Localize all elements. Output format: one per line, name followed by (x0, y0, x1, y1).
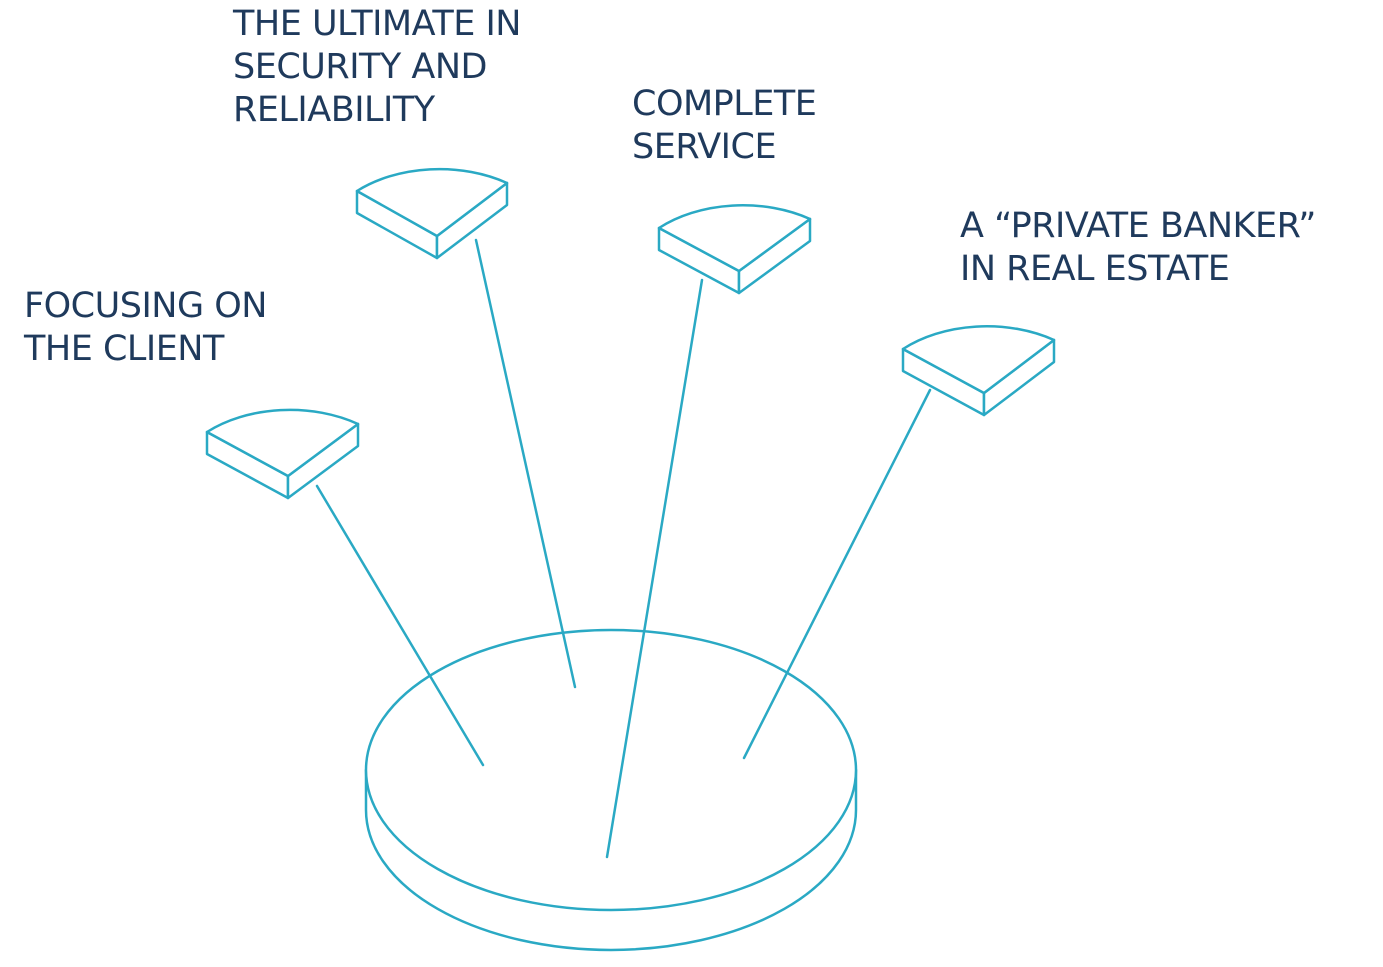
label-banker-line-1: A “PRIVATE BANKER” (960, 206, 1316, 246)
label-security-line-2: SECURITY AND (233, 47, 487, 87)
wedge-service-top (657, 204, 812, 273)
label-service-line-1: COMPLETE (632, 84, 817, 124)
label-banker-line-2: IN REAL ESTATE (960, 249, 1230, 289)
label-security-and-reliability: THE ULTIMATE IN SECURITY AND RELIABILITY (233, 3, 521, 132)
wedge-client (205, 408, 360, 500)
label-private-banker-in-real-estate: A “PRIVATE BANKER” IN REAL ESTATE (960, 205, 1316, 291)
wedge-security (355, 167, 509, 260)
spoke-client (315, 484, 485, 767)
label-security-line-3: RELIABILITY (233, 90, 435, 130)
label-client-line-2: THE CLIENT (24, 329, 224, 369)
label-service-line-2: SERVICE (632, 127, 777, 167)
wedge-banker (901, 325, 1056, 417)
label-complete-service: COMPLETE SERVICE (632, 83, 817, 169)
base-disc-top (364, 628, 858, 912)
spokes (315, 238, 932, 859)
wedge-security-top (355, 167, 509, 238)
label-security-line-1: THE ULTIMATE IN (233, 4, 521, 44)
label-focusing-on-the-client: FOCUSING ON THE CLIENT (24, 285, 267, 371)
spoke-security (474, 238, 577, 689)
label-client-line-1: FOCUSING ON (24, 286, 267, 326)
wedge-service (657, 204, 812, 295)
wedge-client-top (205, 408, 360, 478)
spoke-service (605, 278, 704, 859)
spoke-banker (742, 388, 932, 760)
base-disc (364, 628, 858, 952)
wedge-banker-top (901, 325, 1056, 395)
